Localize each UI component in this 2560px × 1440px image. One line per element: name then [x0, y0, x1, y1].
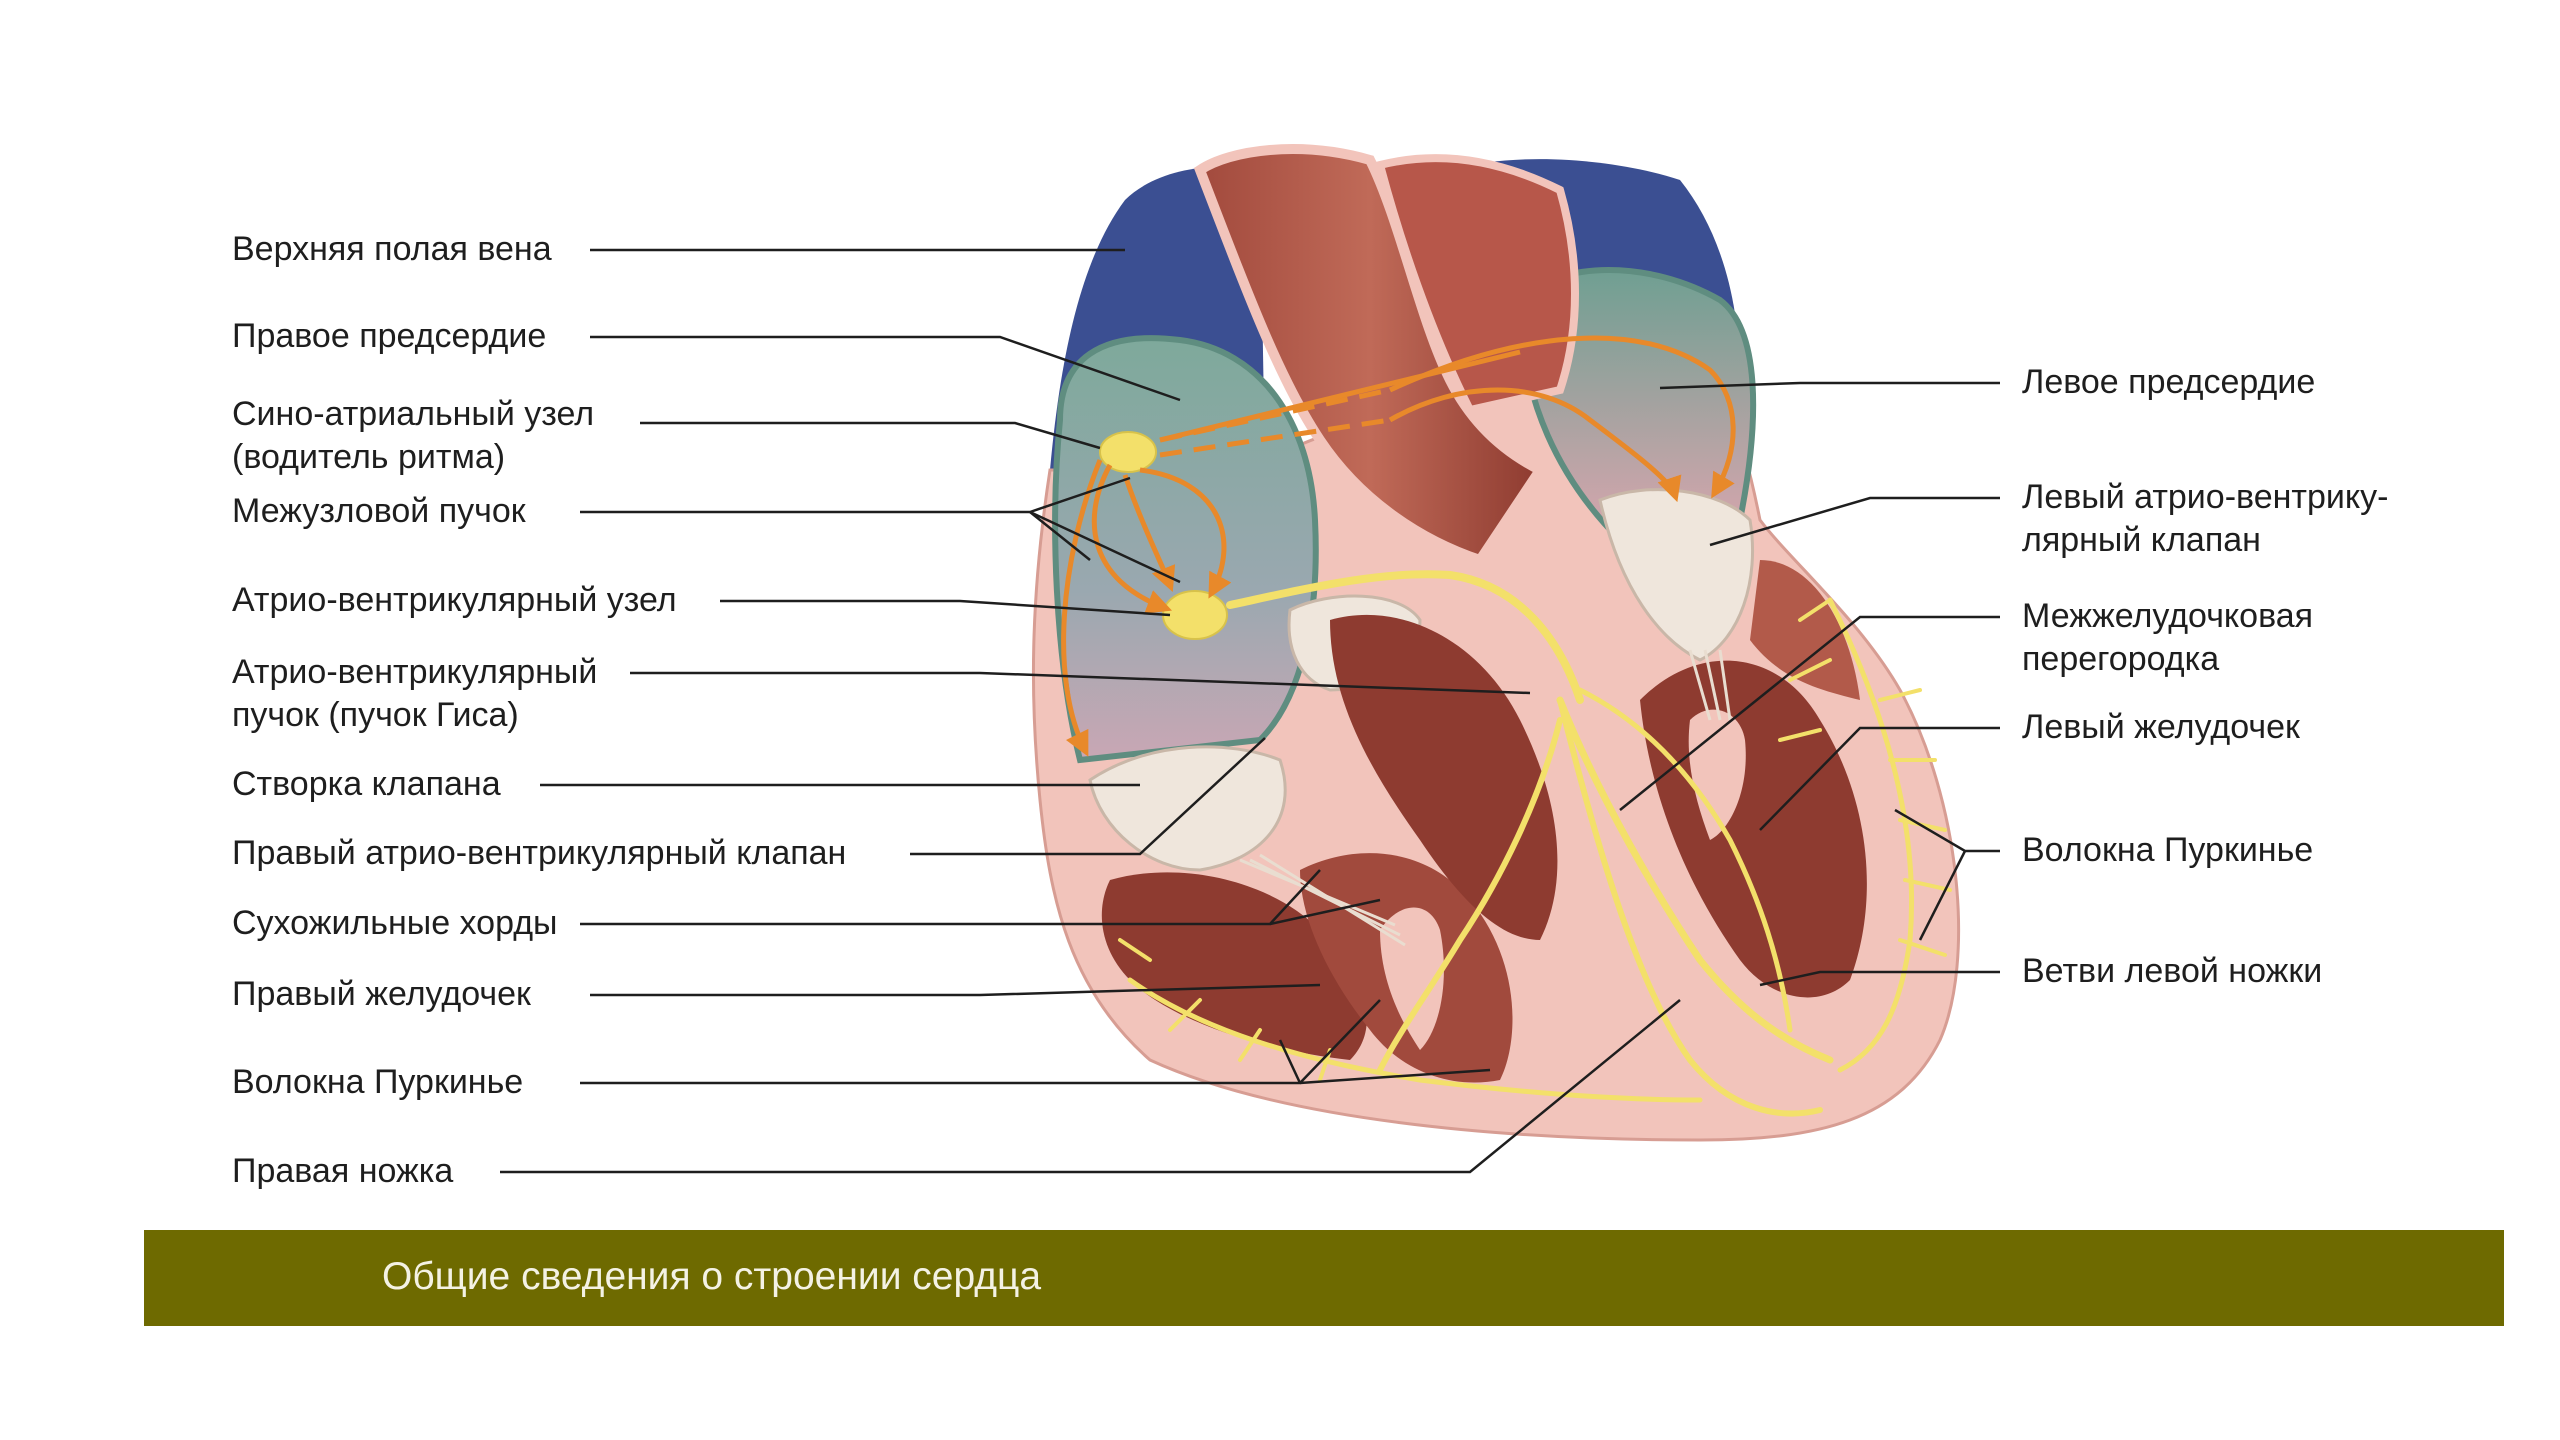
label-chordae-tendineae: Сухожильные хорды	[232, 904, 558, 942]
label-sa-node: Сино-атриальный узел(водитель ритма)	[232, 395, 595, 476]
aorta-shape	[1193, 144, 1548, 566]
internodal-pathways	[1061, 335, 1736, 757]
label-purkinje-fibers-right: Волокна Пуркинье	[232, 1063, 524, 1101]
label-av-node: Атрио-вентрикулярный узел	[232, 581, 677, 619]
label-internodal-bundle: Межузловой пучок	[232, 492, 526, 530]
label-left-av-valve: Левый атрио-вентрику-лярный клапан	[2022, 478, 2389, 559]
conduction-system	[1118, 570, 1952, 1117]
label-right-av-valve: Правый атрио-вентрикулярный клапан	[232, 834, 847, 872]
purkinje-left-wall	[1827, 597, 1915, 1073]
label-left-bundle-branches: Ветви левой ножки	[2022, 952, 2323, 990]
leader-lines	[500, 248, 2000, 1174]
right-bundle	[1377, 717, 1563, 1073]
purkinje-right	[1127, 977, 1703, 1103]
right-ventricle-chamber	[1101, 872, 1367, 1060]
label-left-ventricle: Левый желудочек	[2022, 708, 2300, 746]
left-bundle-main	[1556, 696, 1834, 1064]
footer-title: Общие сведения о строении сердца	[382, 1255, 1042, 1298]
label-right-bundle-branch: Правая ножка	[232, 1152, 454, 1190]
left-ventricle-chamber-inner	[1750, 560, 1860, 700]
label-valve-cusp: Створка клапана	[232, 765, 501, 803]
sa-node-shape	[1099, 431, 1157, 473]
his-bundle	[1226, 570, 1584, 704]
footer-bar: Общие сведения о строении сердца	[144, 1230, 2504, 1326]
label-purkinje-fibers-left: Волокна Пуркинье	[2022, 831, 2314, 869]
septum-muscle	[1330, 614, 1558, 940]
label-right-atrium: Правое предсердие	[232, 317, 547, 355]
left-av-valve-shape	[1598, 488, 1755, 662]
left-bundle-branch-2	[1557, 697, 1823, 1117]
label-superior-vena-cava: Верхняя полая вена	[232, 230, 552, 268]
label-right-ventricle: Правый желудочек	[232, 975, 531, 1013]
papillary-muscle-right	[1380, 907, 1444, 1050]
chordae-tendineae-shape	[1239, 649, 1732, 947]
right-atrium-shape	[1052, 335, 1319, 764]
label-left-atrium: Левое предсердие	[2022, 363, 2316, 401]
av-node-shape	[1162, 590, 1228, 640]
left-bundle-branch-3	[1577, 687, 1793, 1033]
